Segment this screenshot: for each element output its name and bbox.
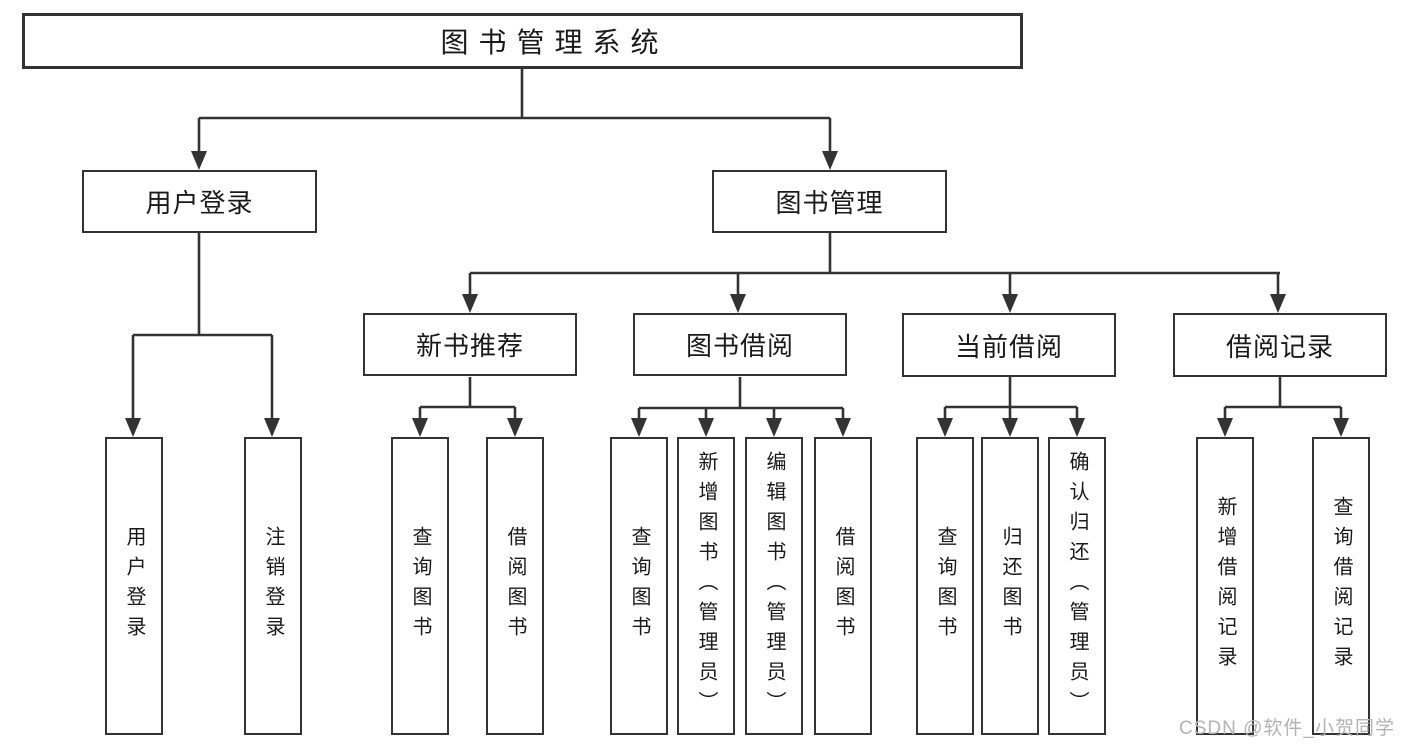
leaf-confirm-return-admin: 确认归还（管理员） (1048, 437, 1106, 735)
node-new-book-recommend: 新书推荐 (363, 313, 577, 376)
node-label: 当前借阅 (954, 331, 1063, 362)
leaf-logout: 注销登录 (244, 437, 302, 735)
node-label: 新书推荐 (415, 331, 524, 361)
node-label: 图书管理系统 (440, 27, 669, 58)
leaf-query-books-current: 查询图书 (916, 437, 974, 735)
leaf-borrow-books-recommend: 借阅图书 (486, 437, 544, 735)
node-label: 用户登录 (145, 188, 254, 218)
node-label: 用户登录 (123, 526, 145, 646)
node-root-system: 图书管理系统 (22, 13, 1023, 69)
leaf-query-borrow-record: 查询借阅记录 (1312, 437, 1370, 735)
node-label: 编辑图书（管理员） (763, 451, 785, 721)
node-label: 查询借阅记录 (1330, 496, 1352, 676)
leaf-add-book-admin: 新增图书（管理员） (677, 437, 735, 735)
node-label: 借阅图书 (504, 526, 526, 646)
node-label: 确认归还（管理员） (1066, 451, 1088, 721)
node-user-login: 用户登录 (82, 170, 317, 233)
leaf-return-book: 归还图书 (981, 437, 1039, 735)
csdn-watermark: CSDN @软件_小贺同学 (1179, 718, 1395, 739)
leaf-user-login: 用户登录 (105, 437, 163, 735)
node-label: 借阅记录 (1225, 331, 1334, 362)
node-label: 图书管理 (775, 188, 884, 218)
node-label: 查询图书 (934, 526, 956, 646)
node-current-borrowing: 当前借阅 (902, 313, 1116, 377)
node-label: 查询图书 (409, 526, 431, 646)
leaf-query-books-borrowing: 查询图书 (610, 437, 668, 735)
node-label: 查询图书 (628, 526, 650, 646)
arrowhead-icons (125, 151, 1349, 437)
node-label: 新增借阅记录 (1214, 496, 1236, 676)
leaf-add-borrow-record: 新增借阅记录 (1196, 437, 1254, 735)
node-label: 借阅图书 (832, 526, 854, 646)
node-label: 归还图书 (999, 526, 1021, 646)
leaf-edit-book-admin: 编辑图书（管理员） (745, 437, 803, 735)
node-label: 图书借阅 (685, 331, 794, 361)
node-book-borrowing: 图书借阅 (633, 313, 847, 376)
node-label: 新增图书（管理员） (695, 451, 717, 721)
node-book-management: 图书管理 (712, 170, 947, 233)
node-borrowing-records: 借阅记录 (1173, 313, 1387, 377)
node-label: 注销登录 (262, 526, 284, 646)
leaf-query-books-recommend: 查询图书 (391, 437, 449, 735)
tree-edges (131, 69, 1343, 419)
leaf-borrow-books: 借阅图书 (814, 437, 872, 735)
